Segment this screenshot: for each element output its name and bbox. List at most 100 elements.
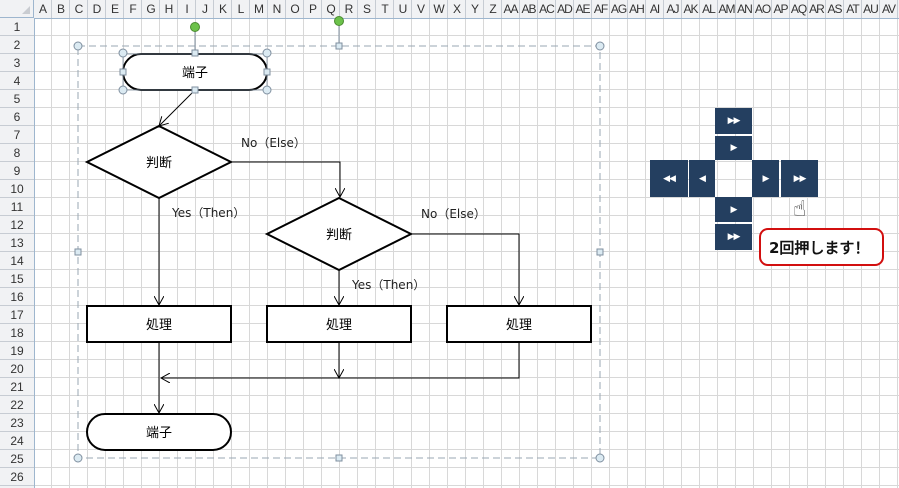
row-header-cell[interactable]: 11 xyxy=(0,198,34,216)
row-header-cell[interactable]: 26 xyxy=(0,468,34,486)
column-header-cell[interactable]: X xyxy=(448,0,466,18)
row-header-cell[interactable]: 6 xyxy=(0,108,34,126)
rotate-handle[interactable] xyxy=(190,22,200,32)
row-header-cell[interactable]: 25 xyxy=(0,450,34,468)
column-header-cell[interactable]: AU xyxy=(862,0,880,18)
column-header-cell[interactable]: S xyxy=(358,0,376,18)
column-header-cell[interactable]: AJ xyxy=(664,0,682,18)
column-header-cell[interactable]: P xyxy=(304,0,322,18)
group-rotate-handle[interactable] xyxy=(334,16,344,26)
row-header-cell[interactable]: 1 xyxy=(0,18,34,36)
process-3-shape[interactable] xyxy=(446,305,592,343)
row-header-cell[interactable]: 21 xyxy=(0,378,34,396)
column-header-cell[interactable]: N xyxy=(268,0,286,18)
column-header-cell[interactable]: L xyxy=(232,0,250,18)
column-header-cell[interactable]: AE xyxy=(574,0,592,18)
column-header-cell[interactable]: Y xyxy=(466,0,484,18)
column-header-cell[interactable]: T xyxy=(376,0,394,18)
column-header-cell[interactable]: AF xyxy=(592,0,610,18)
column-header-cell[interactable]: D xyxy=(88,0,106,18)
row-header-cell[interactable]: 17 xyxy=(0,306,34,324)
column-header-cell[interactable]: AL xyxy=(700,0,718,18)
nav-down-far-button[interactable]: ▶▶ xyxy=(715,224,752,250)
group-selection-handles[interactable] xyxy=(73,16,605,463)
nav-up-button[interactable]: ▶ xyxy=(715,136,752,160)
column-header-cell[interactable]: J xyxy=(196,0,214,18)
row-header-cell[interactable]: 5 xyxy=(0,90,34,108)
row-header-cell[interactable]: 24 xyxy=(0,432,34,450)
nav-right-far-button[interactable]: ▶▶ xyxy=(781,160,818,197)
column-header-cell[interactable]: AQ xyxy=(790,0,808,18)
connector-start-to-decision1[interactable] xyxy=(159,89,196,126)
column-header-cell[interactable]: AB xyxy=(520,0,538,18)
column-header-cell[interactable]: Z xyxy=(484,0,502,18)
row-header-cell[interactable]: 18 xyxy=(0,324,34,342)
connector-decision2-no[interactable] xyxy=(411,233,519,305)
cell-grid[interactable] xyxy=(34,18,899,488)
select-all-corner[interactable] xyxy=(0,0,34,18)
row-header-cell[interactable]: 4 xyxy=(0,72,34,90)
nav-up-far-button[interactable]: ▶▶ xyxy=(715,108,752,134)
column-header-cell[interactable]: A xyxy=(34,0,52,18)
process-2-shape[interactable] xyxy=(266,305,412,343)
connector-process3-merge[interactable] xyxy=(161,342,520,378)
column-header-cell[interactable]: R xyxy=(340,0,358,18)
nav-left-button[interactable]: ◀ xyxy=(689,160,715,197)
column-header-cell[interactable]: AO xyxy=(754,0,772,18)
column-header-cell[interactable]: AA xyxy=(502,0,520,18)
row-header-cell[interactable]: 3 xyxy=(0,54,34,72)
row-header-cell[interactable]: 22 xyxy=(0,396,34,414)
row-header-cell[interactable]: 13 xyxy=(0,234,34,252)
nav-right-button[interactable]: ▶ xyxy=(752,160,779,197)
column-header-cell[interactable]: AR xyxy=(808,0,826,18)
column-header-cell[interactable]: U xyxy=(394,0,412,18)
column-header-cell[interactable]: V xyxy=(412,0,430,18)
nav-down-button[interactable]: ▶ xyxy=(715,197,752,222)
arrow-right-icon: ▶ xyxy=(762,173,770,184)
column-header-cell[interactable]: AH xyxy=(628,0,646,18)
row-header-cell[interactable]: 23 xyxy=(0,414,34,432)
column-header-cell[interactable]: B xyxy=(52,0,70,18)
column-header-cell[interactable]: AP xyxy=(772,0,790,18)
column-header-cell[interactable]: AI xyxy=(646,0,664,18)
row-header-cell[interactable]: 10 xyxy=(0,180,34,198)
row-header-cell[interactable]: 8 xyxy=(0,144,34,162)
shape-selection-handles[interactable] xyxy=(118,22,272,95)
column-header-cell[interactable]: AK xyxy=(682,0,700,18)
decision-2-shape[interactable] xyxy=(264,196,414,272)
column-header-cell[interactable]: AN xyxy=(736,0,754,18)
decision-1-shape[interactable] xyxy=(84,124,234,200)
row-header-cell[interactable]: 15 xyxy=(0,270,34,288)
column-header-cell[interactable]: K xyxy=(214,0,232,18)
row-header-cell[interactable]: 12 xyxy=(0,216,34,234)
column-header-cell[interactable]: AM xyxy=(718,0,736,18)
column-header-cell[interactable]: AT xyxy=(844,0,862,18)
row-header-cell[interactable]: 9 xyxy=(0,162,34,180)
column-header-cell[interactable]: O xyxy=(286,0,304,18)
row-header-cell[interactable]: 14 xyxy=(0,252,34,270)
column-header-cell[interactable]: G xyxy=(142,0,160,18)
process-1-shape[interactable] xyxy=(86,305,232,343)
column-header-cell[interactable]: M xyxy=(250,0,268,18)
row-header-cell[interactable]: 2 xyxy=(0,36,34,54)
row-header-cell[interactable]: 20 xyxy=(0,360,34,378)
row-header-cell[interactable]: 16 xyxy=(0,288,34,306)
column-header-cell[interactable]: AG xyxy=(610,0,628,18)
column-header-cell[interactable]: AS xyxy=(826,0,844,18)
column-header-cell[interactable]: H xyxy=(160,0,178,18)
column-header-cell[interactable]: E xyxy=(106,0,124,18)
column-header-cell[interactable]: C xyxy=(70,0,88,18)
row-header-cell[interactable]: 7 xyxy=(0,126,34,144)
column-header-cell[interactable]: AC xyxy=(538,0,556,18)
column-header-cell[interactable]: AD xyxy=(556,0,574,18)
column-header-cell[interactable]: Q xyxy=(322,0,340,18)
connector-decision1-no[interactable] xyxy=(231,161,340,197)
nav-left-far-button[interactable]: ◀◀ xyxy=(650,160,688,197)
column-header-cell[interactable]: I xyxy=(178,0,196,18)
end-terminal-shape[interactable] xyxy=(86,413,232,451)
row-header-cell[interactable]: 19 xyxy=(0,342,34,360)
column-header-cell[interactable]: F xyxy=(124,0,142,18)
column-header-cell[interactable]: AV xyxy=(880,0,898,18)
column-header-cell[interactable]: W xyxy=(430,0,448,18)
